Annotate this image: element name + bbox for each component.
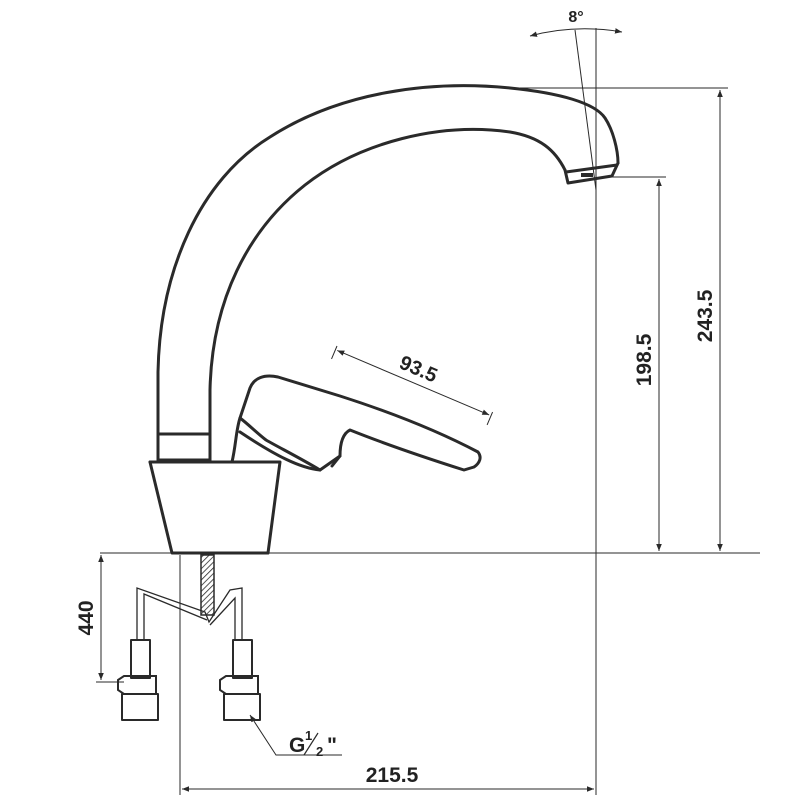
lever-ext-1 xyxy=(331,345,338,360)
aerator-slot xyxy=(581,173,593,177)
lever-ext-2 xyxy=(486,411,494,426)
aerator xyxy=(563,161,620,185)
dim-lever-group: 93.5 xyxy=(331,345,494,426)
angle-arc xyxy=(529,28,623,37)
lever-detail-2 xyxy=(330,454,342,468)
angle-ref-tilted xyxy=(574,29,597,191)
spout-collar xyxy=(156,432,212,462)
right-fitting xyxy=(223,693,261,721)
faucet-outline xyxy=(100,84,760,555)
thread-denominator: 2 xyxy=(316,744,323,759)
spout-inner xyxy=(208,128,567,436)
faucet-base xyxy=(148,460,282,555)
mounting-rod xyxy=(200,554,215,616)
hose-left xyxy=(136,587,243,640)
spout-height-label: 198.5 xyxy=(633,333,656,386)
lever-detail xyxy=(238,416,322,472)
supply-hoses xyxy=(117,554,261,721)
reach-label: 215.5 xyxy=(366,764,419,787)
dim-lever xyxy=(337,350,490,416)
hose-left-2 xyxy=(143,593,208,640)
thread-leader xyxy=(249,714,342,756)
left-hose-tube xyxy=(130,639,151,679)
thread-fraction-bar xyxy=(303,732,319,756)
thread-numerator: 1 xyxy=(305,728,312,743)
thread-label: G 1 2 " xyxy=(289,728,337,759)
hose-length-label: 440 xyxy=(75,600,98,635)
overall-height-label: 243.5 xyxy=(694,289,717,342)
lever-handle xyxy=(230,374,482,472)
left-fitting xyxy=(121,693,159,721)
thread-prefix: G xyxy=(289,734,305,757)
right-hose-tube xyxy=(232,639,253,679)
angle-label: 8° xyxy=(568,9,583,26)
dimension-labels: 8° 243.5 198.5 440 215.5 G 1 2 " xyxy=(75,9,717,787)
thread-suffix: " xyxy=(327,734,337,757)
hose-right-2 xyxy=(209,596,236,640)
aerator-line xyxy=(564,163,619,174)
spout-outer xyxy=(156,84,620,436)
lever-length-label: 93.5 xyxy=(396,352,440,387)
dimension-lines: 93.5 xyxy=(96,28,728,795)
